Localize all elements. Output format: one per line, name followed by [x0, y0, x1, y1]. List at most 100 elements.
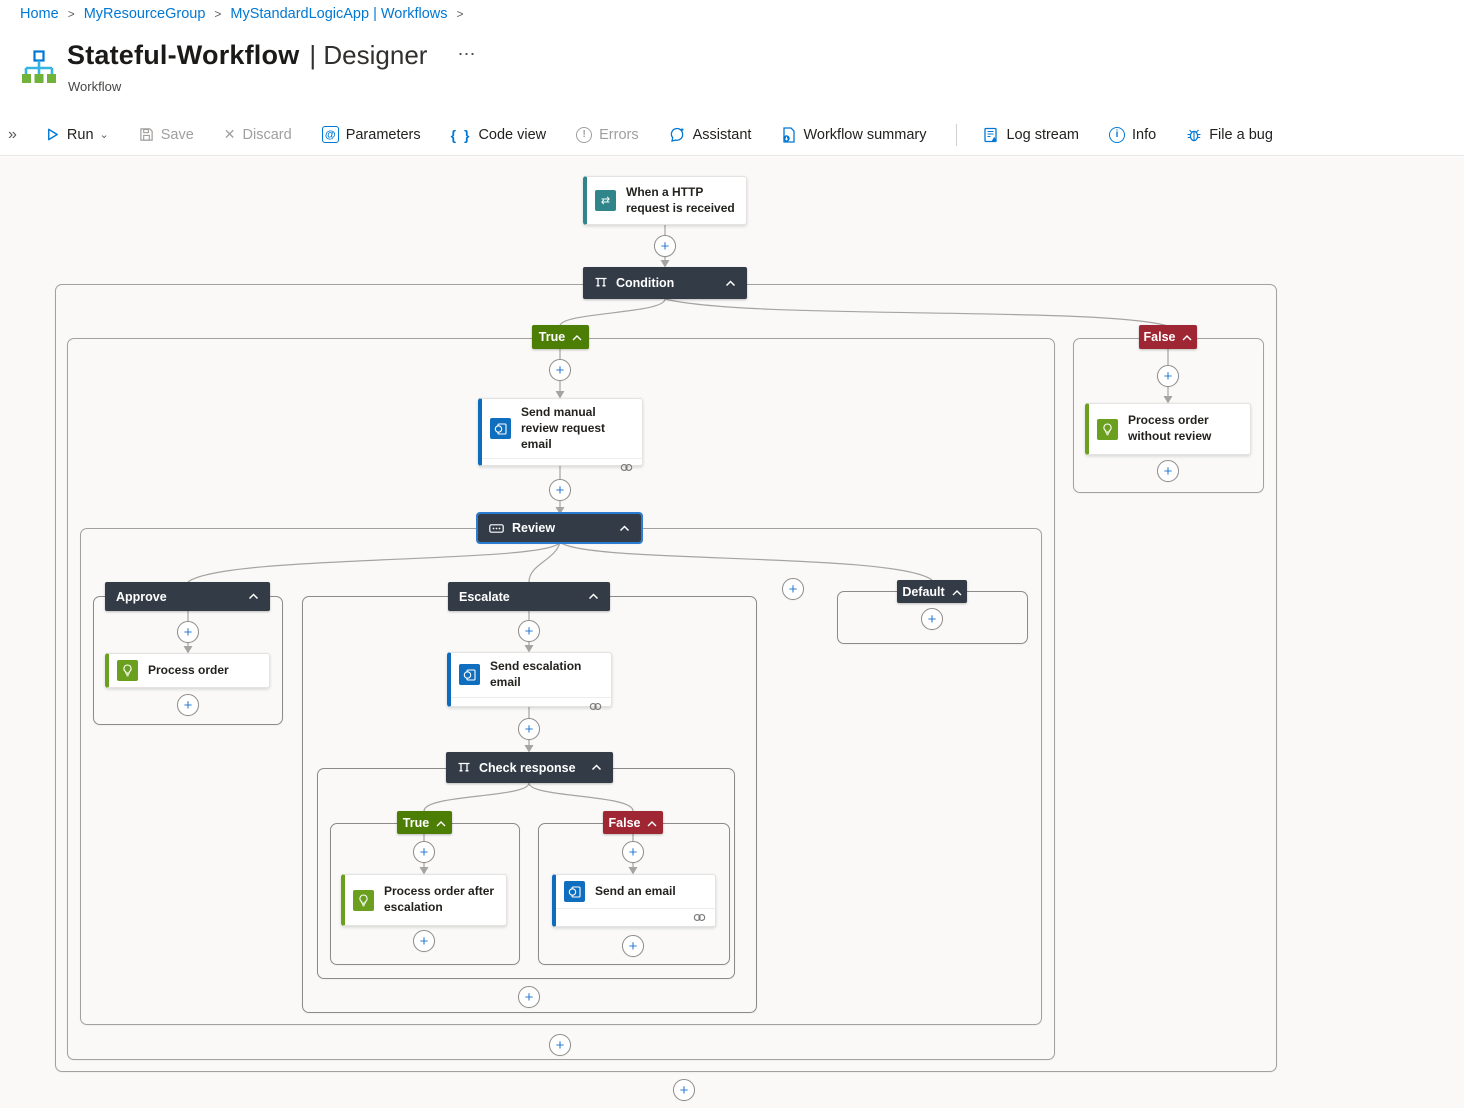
breadcrumb-logic-app[interactable]: MyStandardLogicApp | Workflows — [230, 6, 448, 22]
chevron-up-icon[interactable] — [952, 585, 962, 599]
plus-icon: + — [1163, 462, 1173, 480]
document-icon — [783, 126, 796, 143]
add-action-button[interactable]: + — [1157, 460, 1179, 482]
action-process-order-without-review[interactable]: Process order without review — [1085, 403, 1251, 455]
page-title-view: | Designer — [309, 40, 428, 70]
lightbulb-icon — [1097, 418, 1118, 440]
chevron-up-icon[interactable] — [1182, 330, 1192, 344]
default-case-badge[interactable]: Default — [897, 580, 967, 603]
add-action-button[interactable]: + — [177, 621, 199, 643]
true-branch-badge[interactable]: True — [532, 325, 589, 349]
outlook-icon — [564, 881, 585, 902]
chevron-up-icon[interactable] — [591, 764, 602, 771]
log-stream-button[interactable]: Log stream — [983, 127, 1079, 143]
connection-icon — [620, 459, 633, 477]
chevron-down-icon: ⌄ — [99, 129, 109, 141]
chevron-up-icon[interactable] — [725, 279, 736, 287]
add-action-button[interactable]: + — [622, 935, 644, 957]
plus-icon: + — [628, 843, 638, 861]
plus-icon: + — [524, 720, 534, 738]
expand-panel-icon[interactable]: » — [8, 125, 17, 143]
plus-icon: + — [628, 937, 638, 955]
errors-button[interactable]: ! Errors — [576, 126, 639, 143]
page-title: Stateful-Workflow — [67, 40, 300, 70]
save-icon — [140, 128, 153, 141]
outlook-icon — [459, 664, 480, 686]
add-action-button[interactable]: + — [413, 841, 435, 863]
error-circle-icon: ! — [576, 126, 593, 143]
chevron-up-icon[interactable] — [572, 330, 582, 344]
lightbulb-icon — [117, 660, 138, 681]
action-send-escalation-email[interactable]: Send escalation email — [447, 652, 612, 710]
assistant-button[interactable]: Assistant — [669, 127, 751, 143]
file-a-bug-button[interactable]: File a bug — [1186, 127, 1273, 143]
breadcrumb-home[interactable]: Home — [20, 6, 59, 22]
info-icon: i — [1109, 126, 1126, 143]
chevron-up-icon[interactable] — [647, 816, 657, 830]
action-process-order[interactable]: Process order — [105, 653, 270, 688]
code-view-button[interactable]: { } Code view — [450, 126, 547, 143]
chevron-up-icon[interactable] — [248, 593, 259, 600]
plus-icon: + — [555, 1036, 565, 1054]
toolbar-divider — [956, 123, 958, 146]
action-send-an-email[interactable]: Send an email — [552, 874, 716, 927]
add-action-button[interactable]: + — [518, 620, 540, 642]
lightbulb-icon — [353, 889, 374, 911]
check-false-badge[interactable]: False — [603, 811, 663, 834]
add-action-button[interactable]: + — [1157, 365, 1179, 387]
switch-icon — [489, 523, 504, 533]
chevron-up-icon[interactable] — [619, 524, 630, 532]
add-action-button[interactable]: + — [622, 841, 644, 863]
at-sign-icon: @ — [321, 126, 339, 143]
add-case-button[interactable]: + — [782, 578, 804, 600]
assistant-sparkle-icon — [670, 127, 684, 142]
action-send-manual-review-email[interactable]: Send manual review request email — [478, 398, 643, 472]
breadcrumb-resource-group[interactable]: MyResourceGroup — [83, 6, 206, 22]
false-branch-badge[interactable]: False — [1139, 325, 1197, 349]
approve-case-header[interactable]: Approve — [105, 582, 270, 611]
add-action-button[interactable]: + — [673, 1079, 695, 1101]
plus-icon: + — [679, 1081, 689, 1099]
check-response-node[interactable]: Check response — [446, 752, 613, 783]
play-icon — [47, 128, 58, 141]
add-action-button[interactable]: + — [177, 694, 199, 716]
condition-node[interactable]: Condition — [583, 267, 747, 299]
add-action-button[interactable]: + — [921, 608, 943, 630]
escalate-case-header[interactable]: Escalate — [448, 582, 610, 611]
parameters-button[interactable]: @ Parameters — [321, 126, 421, 143]
add-action-button[interactable]: + — [549, 479, 571, 501]
add-action-button[interactable]: + — [549, 1034, 571, 1056]
check-true-badge[interactable]: True — [397, 811, 452, 834]
condition-icon — [458, 762, 470, 771]
add-action-button[interactable]: + — [413, 930, 435, 952]
chevron-up-icon[interactable] — [588, 593, 599, 600]
workflow-icon — [22, 50, 56, 83]
plus-icon: + — [927, 610, 937, 628]
plus-icon: + — [1163, 367, 1173, 385]
code-braces-icon: { } — [450, 126, 472, 143]
review-switch-node[interactable]: Review — [476, 512, 643, 544]
plus-icon: + — [183, 623, 193, 641]
save-button[interactable]: Save — [139, 127, 194, 143]
discard-button[interactable]: ✕ Discard — [223, 126, 292, 143]
chevron-up-icon[interactable] — [436, 816, 446, 830]
add-action-button[interactable]: + — [518, 986, 540, 1008]
workflow-summary-button[interactable]: Workflow summary — [781, 127, 926, 143]
plus-icon: + — [555, 481, 565, 499]
connection-icon — [693, 909, 706, 927]
bug-icon — [1187, 129, 1201, 141]
trigger-node-http-request[interactable]: ⇄ When a HTTP request is received — [583, 176, 747, 225]
add-action-button[interactable]: + — [654, 235, 676, 257]
add-action-button[interactable]: + — [549, 359, 571, 381]
plus-icon: + — [524, 622, 534, 640]
info-button[interactable]: i Info — [1109, 126, 1156, 143]
run-button[interactable]: Run ⌄ — [45, 127, 109, 143]
add-action-button[interactable]: + — [518, 718, 540, 740]
breadcrumb-separator-icon: > — [67, 7, 75, 21]
http-request-icon: ⇄ — [595, 190, 616, 211]
close-icon: ✕ — [223, 126, 236, 142]
plus-icon: + — [524, 988, 534, 1006]
more-options-button[interactable]: ⋯ — [457, 44, 476, 64]
action-process-order-after-escalation[interactable]: Process order after escalation — [341, 874, 507, 926]
